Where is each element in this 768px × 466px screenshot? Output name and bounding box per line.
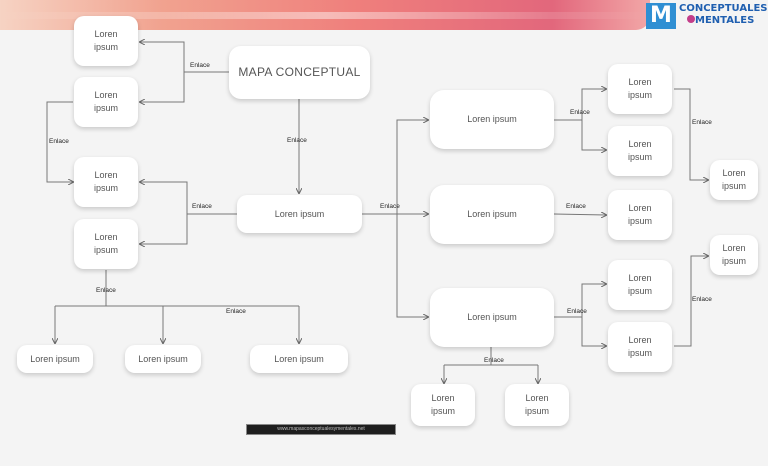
concept-node[interactable]: Loren ipsum — [710, 235, 758, 275]
logo-m-icon: M — [646, 3, 676, 29]
concept-node[interactable]: Loren ipsum — [608, 322, 672, 372]
link-label: Enlace — [287, 137, 307, 144]
concept-node[interactable]: Loren ipsum — [608, 64, 672, 114]
concept-node[interactable]: Loren ipsum — [710, 160, 758, 200]
link-label: Enlace — [566, 203, 586, 210]
concept-node[interactable]: Loren ipsum — [74, 77, 138, 127]
brand-logo: M CONCEPTUALES MENTALES — [646, 2, 768, 30]
link-label: Enlace — [49, 138, 69, 145]
link-label: Enlace — [484, 357, 504, 364]
link-label: Enlace — [226, 308, 246, 315]
link-label: Enlace — [567, 308, 587, 315]
logo-line2: MENTALES — [695, 15, 755, 26]
logo-line1: CONCEPTUALES — [679, 3, 768, 14]
link-label: Enlace — [692, 119, 712, 126]
link-label: Enlace — [692, 296, 712, 303]
concept-node[interactable]: Loren ipsum — [430, 185, 554, 244]
concept-node[interactable]: Loren ipsum — [411, 384, 475, 426]
logo-text: CONCEPTUALES MENTALES — [679, 3, 768, 27]
link-label: Enlace — [192, 203, 212, 210]
concept-node[interactable]: Loren ipsum — [608, 190, 672, 240]
concept-node[interactable]: Loren ipsum — [125, 345, 201, 373]
concept-node[interactable]: Loren ipsum — [430, 90, 554, 149]
concept-node[interactable]: Loren ipsum — [237, 195, 362, 233]
concept-node[interactable]: Loren ipsum — [17, 345, 93, 373]
link-label: Enlace — [96, 287, 116, 294]
concept-node[interactable]: Loren ipsum — [608, 126, 672, 176]
link-label: Enlace — [570, 109, 590, 116]
concept-node[interactable]: Loren ipsum — [74, 16, 138, 66]
concept-node[interactable]: Loren ipsum — [430, 288, 554, 347]
concept-node[interactable]: Loren ipsum — [505, 384, 569, 426]
concept-node[interactable]: Loren ipsum — [74, 157, 138, 207]
brain-icon — [687, 15, 695, 23]
link-label: Enlace — [380, 203, 400, 210]
concept-node[interactable]: Loren ipsum — [608, 260, 672, 310]
link-label: Enlace — [190, 62, 210, 69]
concept-node[interactable]: Loren ipsum — [250, 345, 348, 373]
footer-url[interactable]: www.mapasconceptualesymentales.net — [246, 424, 396, 435]
concept-node[interactable]: Loren ipsum — [74, 219, 138, 269]
main-concept-node[interactable]: MAPA CONCEPTUAL — [229, 46, 370, 99]
